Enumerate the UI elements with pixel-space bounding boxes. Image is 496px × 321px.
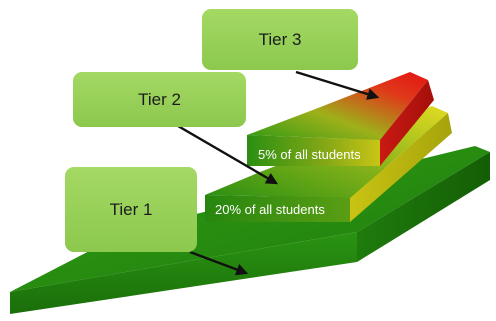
arrow-tier3 [295, 70, 380, 100]
middle-slab-label: 20% of all students [215, 202, 325, 217]
base-slab-label: All Students [110, 298, 196, 315]
middle-slab-side [350, 113, 452, 222]
tier-1-label-box: Tier 1 [65, 167, 197, 252]
tier-1-label: Tier 1 [109, 199, 153, 219]
tier-3-label-box: Tier 3 [202, 9, 358, 70]
top-slab [247, 72, 434, 166]
top-slab-label: 5% of all students [258, 147, 361, 162]
arrow-tier2 [177, 124, 279, 185]
base-slab-side [357, 152, 490, 262]
tier-2-label: Tier 2 [138, 89, 181, 109]
top-slab-side [380, 80, 434, 166]
arrow-tier1 [189, 250, 249, 276]
middle-slab-front [205, 195, 350, 222]
tier-3-label: Tier 3 [258, 29, 302, 49]
tier-2-label-box: Tier 2 [73, 72, 246, 127]
top-slab-top [247, 72, 428, 140]
base-slab-front [10, 232, 357, 314]
top-slab-front [247, 135, 380, 166]
